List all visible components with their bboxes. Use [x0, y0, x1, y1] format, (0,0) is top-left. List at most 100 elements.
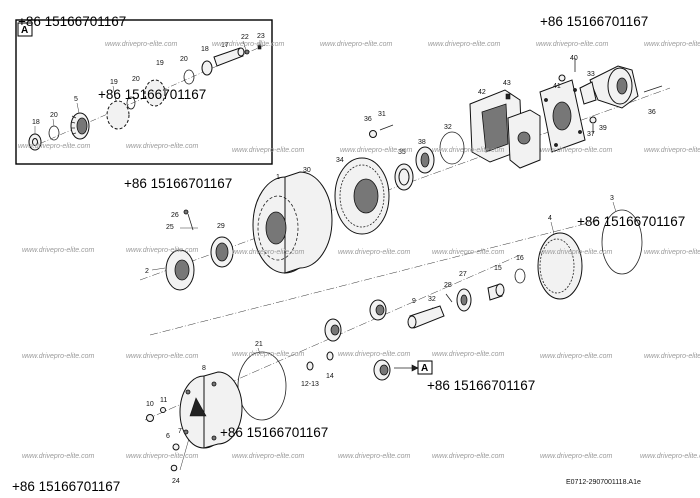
part-label: 41: [553, 83, 561, 90]
part-label: 24: [172, 478, 180, 485]
svg-text:www.drivepro-elite.com: www.drivepro-elite.com: [540, 249, 613, 256]
svg-text:www.drivepro-elite.com: www.drivepro-elite.com: [432, 249, 505, 256]
part-label: 20: [50, 112, 58, 119]
phone-text: +86 15166701167: [540, 14, 648, 29]
part-label: 18: [201, 46, 209, 53]
svg-text:www.drivepro-elite.com: www.drivepro-elite.com: [340, 147, 413, 154]
svg-text:www.drivepro-elite.com: www.drivepro-elite.com: [105, 41, 178, 48]
cover-group: 8 11 10 7 6 24: [146, 365, 243, 485]
part-label: 18: [32, 119, 40, 126]
part-label: 10: [146, 401, 154, 408]
part-label: 23: [257, 33, 265, 40]
svg-text:www.drivepro-elite.com: www.drivepro-elite.com: [126, 453, 199, 460]
planet-shaft-group: 16 15 27 28 32 9: [324, 255, 526, 342]
lower-gear-group: A 14 12-13 21: [237, 341, 433, 421]
svg-text:www.drivepro-elite.com: www.drivepro-elite.com: [338, 453, 411, 460]
svg-text:www.drivepro-elite.com: www.drivepro-elite.com: [644, 41, 700, 48]
part-label: 40: [570, 55, 578, 62]
svg-text:www.drivepro-elite.com: www.drivepro-elite.com: [536, 41, 609, 48]
svg-text:www.drivepro-elite.com: www.drivepro-elite.com: [232, 453, 305, 460]
svg-text:www.drivepro-elite.com: www.drivepro-elite.com: [22, 353, 95, 360]
part-label: 21: [255, 341, 263, 348]
svg-text:www.drivepro-elite.com: www.drivepro-elite.com: [640, 453, 700, 460]
part-label: 32: [428, 296, 436, 303]
part-label: 37: [587, 131, 595, 138]
part-label: 7: [178, 428, 182, 435]
part-label: 36: [364, 116, 372, 123]
ring-gear-group: 3 4: [537, 195, 643, 300]
svg-text:www.drivepro-elite.com: www.drivepro-elite.com: [22, 453, 95, 460]
detail-box-letter: A: [21, 25, 28, 36]
part-label: 4: [548, 215, 552, 222]
part-label: 6: [166, 433, 170, 440]
part-label: 28: [444, 282, 452, 289]
phone-text: +86 15166701167: [220, 425, 328, 440]
phone-overlays: +86 15166701167 +86 15166701167 +86 1516…: [12, 14, 685, 494]
svg-text:www.drivepro-elite.com: www.drivepro-elite.com: [126, 143, 199, 150]
svg-text:www.drivepro-elite.com: www.drivepro-elite.com: [338, 249, 411, 256]
part-label: 3: [610, 195, 614, 202]
watermarks: www.drivepro-elite.com www.drivepro-elit…: [18, 41, 700, 460]
svg-text:www.drivepro-elite.com: www.drivepro-elite.com: [212, 41, 285, 48]
part-label: 36: [648, 109, 656, 116]
part-label: 16: [516, 255, 524, 262]
svg-text:www.drivepro-elite.com: www.drivepro-elite.com: [22, 247, 95, 254]
svg-text:www.drivepro-elite.com: www.drivepro-elite.com: [644, 353, 700, 360]
part-label: 27: [459, 271, 467, 278]
part-label: 43: [503, 80, 511, 87]
svg-text:www.drivepro-elite.com: www.drivepro-elite.com: [644, 249, 700, 256]
svg-text:www.drivepro-elite.com: www.drivepro-elite.com: [432, 351, 505, 358]
part-label: 38: [418, 139, 426, 146]
svg-text:www.drivepro-elite.com: www.drivepro-elite.com: [432, 453, 505, 460]
svg-text:www.drivepro-elite.com: www.drivepro-elite.com: [232, 147, 305, 154]
phone-text: +86 15166701167: [18, 14, 126, 29]
svg-text:www.drivepro-elite.com: www.drivepro-elite.com: [126, 353, 199, 360]
part-label: 31: [378, 111, 386, 118]
part-label: 2: [145, 268, 149, 275]
detail-box-a: A 18 20 5 19 20 19 20 18 17 22: [15, 19, 273, 165]
part-label: 14: [326, 373, 334, 380]
svg-text:www.drivepro-elite.com: www.drivepro-elite.com: [540, 147, 613, 154]
svg-text:www.drivepro-elite.com: www.drivepro-elite.com: [338, 351, 411, 358]
part-label: 20: [180, 56, 188, 63]
disc-group: 36 31 34 35 38 30: [299, 111, 465, 235]
part-label: 12-13: [301, 381, 319, 388]
phone-text: +86 15166701167: [98, 87, 206, 102]
part-label: 32: [444, 124, 452, 131]
svg-text:www.drivepro-elite.com: www.drivepro-elite.com: [232, 249, 305, 256]
phone-text: +86 15166701167: [577, 214, 685, 229]
svg-text:www.drivepro-elite.com: www.drivepro-elite.com: [540, 353, 613, 360]
part-label: 26: [171, 212, 179, 219]
svg-text:www.drivepro-elite.com: www.drivepro-elite.com: [540, 453, 613, 460]
part-label: 19: [156, 60, 164, 67]
svg-text:www.drivepro-elite.com: www.drivepro-elite.com: [232, 351, 305, 358]
part-label: 1: [276, 174, 280, 181]
svg-text:www.drivepro-elite.com: www.drivepro-elite.com: [644, 147, 700, 154]
part-label: 19: [110, 79, 118, 86]
part-label: 29: [217, 223, 225, 230]
part-label: 20: [132, 76, 140, 83]
svg-text:www.drivepro-elite.com: www.drivepro-elite.com: [18, 143, 91, 150]
svg-text:www.drivepro-elite.com: www.drivepro-elite.com: [432, 147, 505, 154]
part-label: 42: [478, 89, 486, 96]
phone-text: +86 15166701167: [12, 479, 120, 494]
drawing-code: E0712-2907001118.A1e: [566, 479, 641, 486]
svg-text:www.drivepro-elite.com: www.drivepro-elite.com: [320, 41, 393, 48]
part-label: 39: [599, 125, 607, 132]
part-label: 34: [336, 157, 344, 164]
part-label: 25: [166, 224, 174, 231]
svg-text:www.drivepro-elite.com: www.drivepro-elite.com: [126, 247, 199, 254]
detail-ref-letter: A: [421, 363, 428, 374]
part-label: 33: [587, 71, 595, 78]
part-label: 11: [160, 397, 167, 404]
part-label: 8: [202, 365, 206, 372]
part-label: 35: [398, 149, 406, 156]
part-label: 30: [303, 167, 311, 174]
phone-text: +86 15166701167: [124, 176, 232, 191]
part-label: 15: [494, 265, 502, 272]
part-label: 9: [412, 298, 416, 305]
part-label: 5: [74, 96, 78, 103]
brake-assembly-group: 33 36 41 40 39 37 42 43 32: [444, 55, 663, 169]
svg-text:www.drivepro-elite.com: www.drivepro-elite.com: [428, 41, 501, 48]
